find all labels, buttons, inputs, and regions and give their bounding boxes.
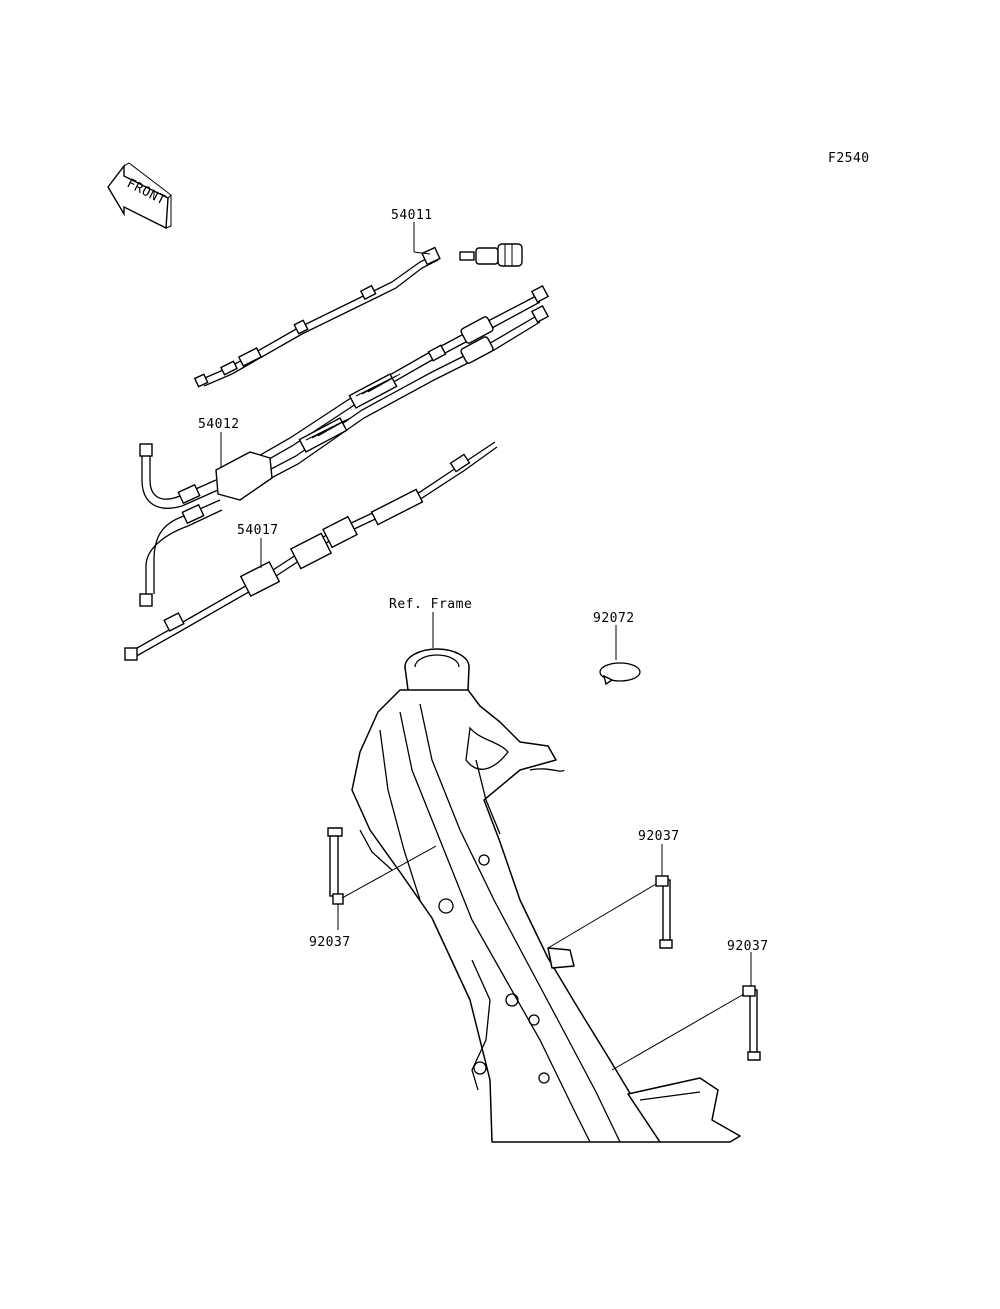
callout-54011: 54011 (391, 208, 433, 223)
callout-92037-far-right: 92037 (727, 939, 769, 954)
clamp-ring-92072 (599, 662, 641, 686)
leader-band-mid-right-frame (547, 883, 657, 949)
cable-band-left (327, 827, 344, 905)
cable-band-mid-right (655, 875, 673, 949)
throttle-cable-54011 (193, 243, 523, 388)
cable-band-far-right (742, 985, 761, 1061)
callout-92037-mid-right: 92037 (638, 829, 680, 844)
callout-92072: 92072 (593, 611, 635, 626)
frame-label: Ref. Frame (389, 597, 472, 612)
front-arrow-icon: FRONT (107, 162, 172, 230)
reference-frame (351, 648, 741, 1143)
figure-code: F2540 (828, 151, 870, 166)
callout-92037-left: 92037 (309, 935, 351, 950)
leader-54011-b (413, 251, 431, 255)
callout-54017: 54017 (237, 523, 279, 538)
choke-cable-54017 (124, 441, 498, 661)
throttle-cable-54012 (139, 284, 550, 607)
callout-54012: 54012 (198, 417, 240, 432)
leader-band-far-right-frame (611, 993, 745, 1071)
leader-band-left-frame (341, 845, 437, 899)
